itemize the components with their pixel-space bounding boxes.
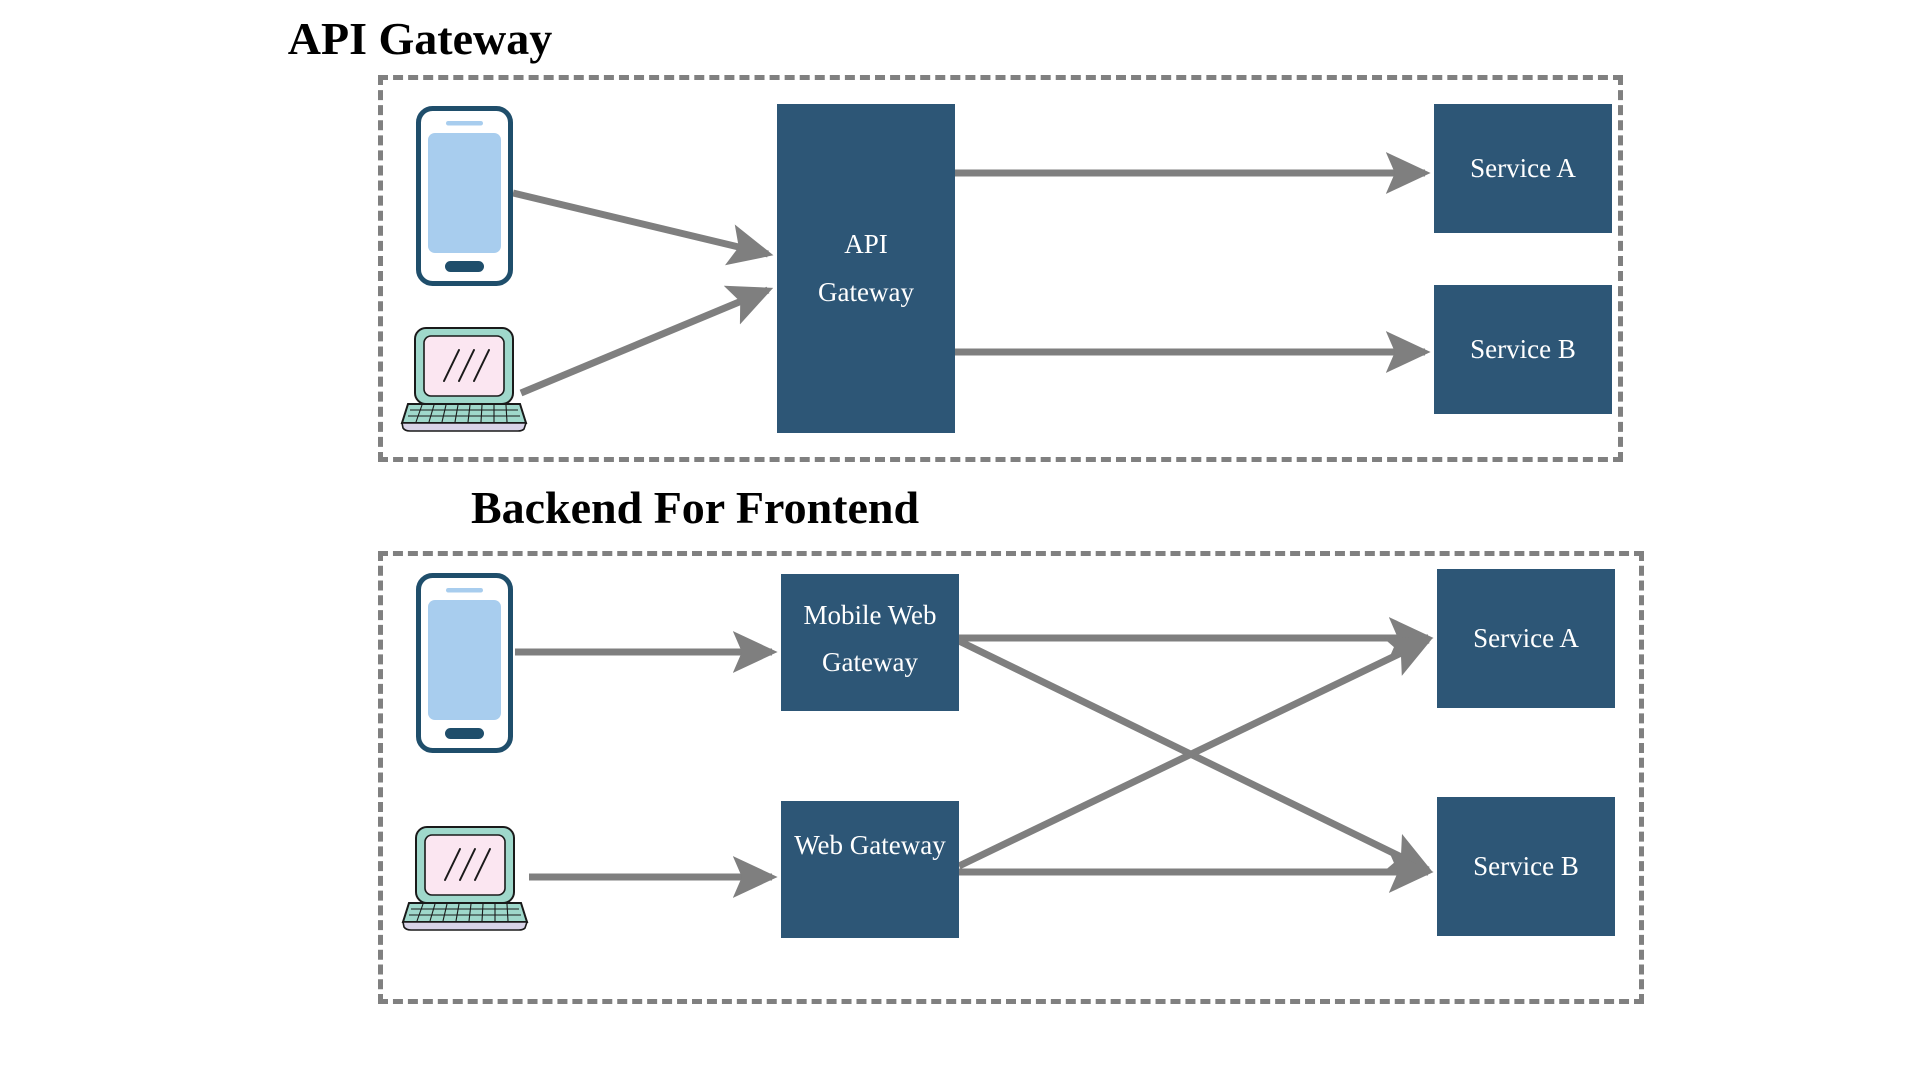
boundary-backend-for-frontend (378, 551, 1644, 1004)
node-service-a[interactable]: Service A (1437, 569, 1615, 708)
node-label-line: Service A (1470, 152, 1576, 183)
node-service-a[interactable]: Service A (1434, 104, 1612, 233)
boundary-api-gateway (378, 75, 1623, 462)
node-mobile-web-gateway[interactable]: Mobile Web Gateway (781, 574, 959, 711)
node-label-line: Service B (1470, 333, 1576, 364)
section-title-backend-for-frontend: Backend For Frontend (470, 482, 920, 533)
laptop-icon (400, 325, 528, 433)
node-label-line: Service B (1473, 850, 1579, 881)
node-label-line: Service A (1473, 622, 1579, 653)
node-label-line: Gateway (822, 647, 918, 678)
node-api-gateway[interactable]: API Gateway (777, 104, 955, 433)
section-title-api-gateway: API Gateway (287, 13, 553, 64)
node-label-line: API (844, 229, 888, 260)
phone-icon (416, 573, 513, 753)
node-web-gateway[interactable]: Web Gateway (781, 801, 959, 938)
node-service-b[interactable]: Service B (1437, 797, 1615, 936)
node-service-b[interactable]: Service B (1434, 285, 1612, 414)
phone-icon (416, 106, 513, 286)
node-label-line: Gateway (818, 276, 914, 307)
node-label-line: Mobile Web (803, 600, 937, 630)
laptop-icon (401, 824, 529, 932)
node-label-line: Web Gateway (794, 830, 946, 860)
